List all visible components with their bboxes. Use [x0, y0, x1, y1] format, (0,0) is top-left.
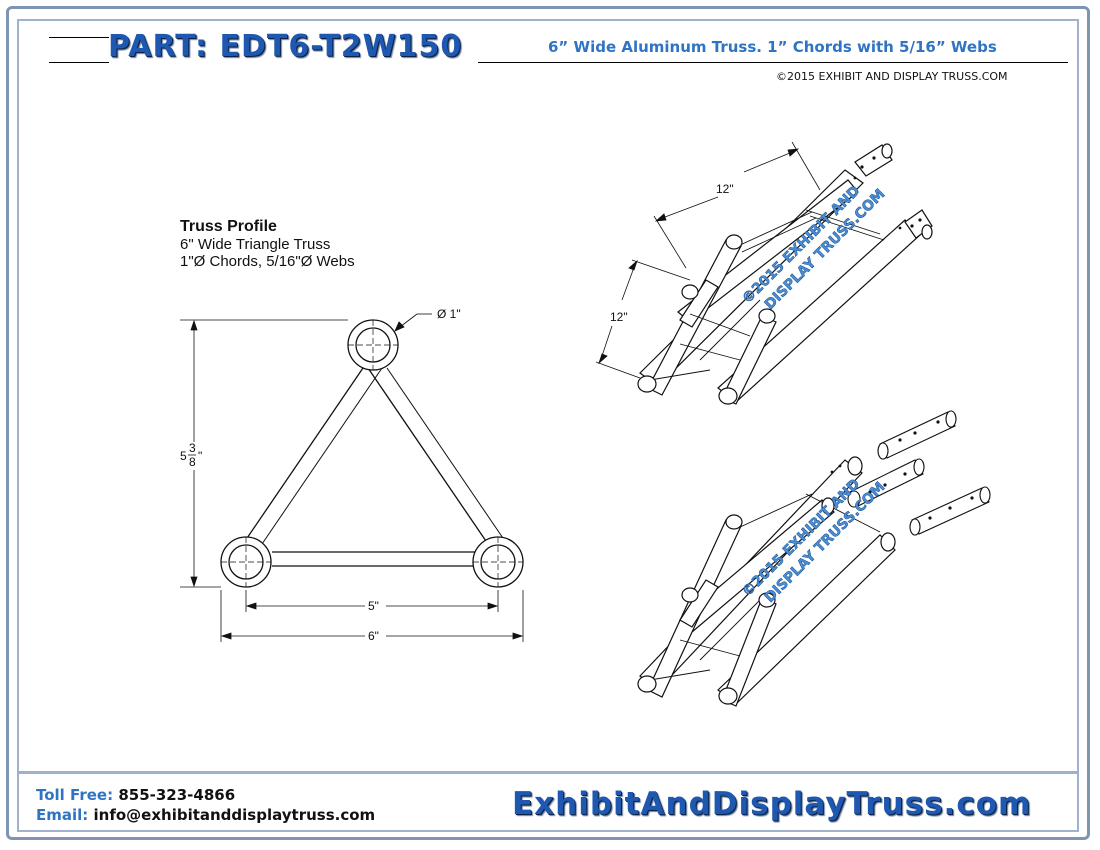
profile-line-2: 1"Ø Chords, 5/16"Ø Webs	[180, 253, 355, 270]
chord-bottom-right	[472, 536, 524, 588]
height-unit: "	[198, 449, 202, 463]
part-title: PART: EDT6-T2W150	[108, 29, 463, 64]
outer-width-label: 6"	[368, 629, 379, 643]
email-address[interactable]: info@exhibitanddisplaytruss.com	[93, 806, 376, 824]
profile-title: Truss Profile	[180, 218, 277, 235]
toll-free-number[interactable]: 855-323-4866	[118, 786, 236, 804]
chord-top	[347, 319, 399, 371]
part-subtitle: 6” Wide Aluminum Truss. 1” Chords with 5…	[548, 38, 997, 56]
outer-frame	[6, 6, 1090, 840]
iso-length-label: 12"	[716, 182, 734, 196]
title-rule-left-bottom	[49, 62, 109, 63]
chord-diameter-label: Ø 1"	[437, 307, 461, 321]
profile-line-1: 6" Wide Triangle Truss	[180, 236, 331, 253]
toll-free-label: Toll Free:	[36, 786, 114, 804]
inner-width-label: 5"	[368, 599, 379, 613]
height-numerator: 3	[189, 441, 196, 455]
chord-bottom-left	[220, 536, 272, 588]
truss-profile-drawing	[220, 319, 524, 588]
website-link[interactable]: ExhibitAndDisplayTruss.com	[512, 786, 1032, 822]
isometric-dimensions	[595, 141, 821, 379]
height-whole: 5	[180, 449, 187, 463]
height-denominator: 8	[189, 455, 196, 469]
profile-dimensions	[180, 313, 524, 642]
email-label: Email:	[36, 806, 89, 824]
toll-free-line: Toll Free: 855-323-4866	[36, 786, 235, 804]
email-line: Email: info@exhibitanddisplaytruss.com	[36, 806, 375, 824]
isometric-truss-top	[637, 143, 933, 405]
title-rule-left-top	[49, 37, 109, 38]
isometric-truss-exploded	[637, 456, 896, 707]
inner-frame	[17, 19, 1079, 832]
title-rule-right	[478, 62, 1068, 63]
iso-height-label: 12"	[610, 310, 628, 324]
copyright-notice: ©2015 EXHIBIT AND DISPLAY TRUSS.COM	[776, 70, 1008, 83]
footer-divider	[19, 771, 1077, 774]
exploded-connector-pins	[830, 410, 991, 536]
